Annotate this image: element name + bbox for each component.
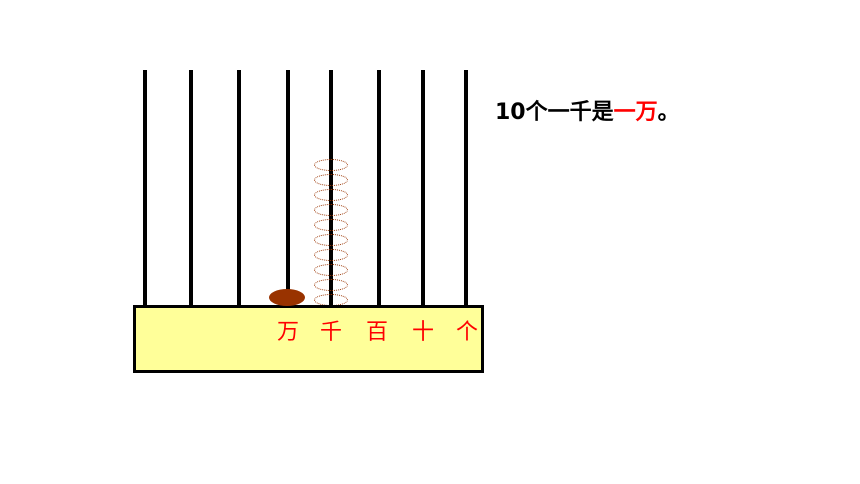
- abacus-rod-shi: [421, 70, 425, 308]
- statement-prefix: 10个一千是: [495, 100, 614, 125]
- abacus-base: [133, 305, 484, 373]
- statement-highlight: 一万: [613, 100, 658, 125]
- ghost-bead: [314, 249, 348, 261]
- place-label-wan: 万: [276, 320, 299, 345]
- ghost-bead: [314, 204, 348, 216]
- abacus-rod: [189, 70, 193, 308]
- place-label-bai: 百: [365, 320, 388, 345]
- statement-suffix: 。: [657, 100, 680, 125]
- ghost-bead: [314, 159, 348, 171]
- ghost-bead: [314, 264, 348, 276]
- ghost-bead: [314, 219, 348, 231]
- ghost-bead: [314, 189, 348, 201]
- statement-text: 10个一千是一万。: [495, 94, 680, 126]
- abacus-rod-ge: [464, 70, 468, 308]
- abacus-rod-wan: [286, 70, 290, 308]
- ghost-bead: [314, 279, 348, 291]
- abacus-rod-bai: [377, 70, 381, 308]
- abacus-bead-wan: [269, 289, 305, 306]
- ghost-bead: [314, 234, 348, 246]
- abacus-rod: [237, 70, 241, 308]
- place-label-qian: 千: [319, 320, 342, 345]
- ghost-bead: [314, 174, 348, 186]
- place-label-ge: 个: [455, 320, 478, 345]
- place-label-shi: 十: [411, 320, 434, 345]
- abacus-rod: [143, 70, 147, 308]
